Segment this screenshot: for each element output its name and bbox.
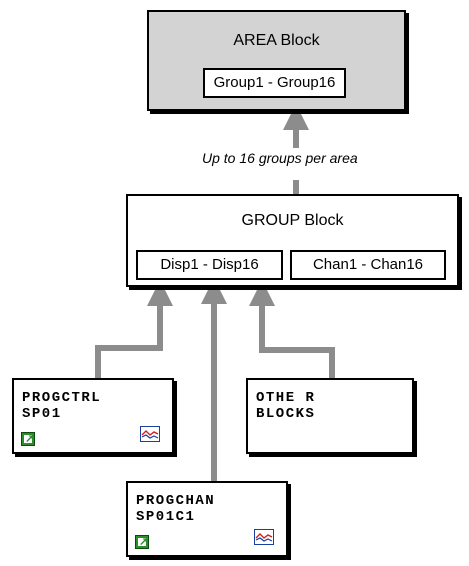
progctrl-name: PROGCTRL: [22, 390, 102, 406]
trend-chart-icon: [140, 426, 160, 442]
groups-per-area-caption: Up to 16 groups per area: [202, 150, 358, 166]
progchan-name: PROGCHAN: [136, 493, 216, 509]
area-block: AREA Block Group1 - Group16: [147, 10, 406, 111]
progchan-text: PROGCHAN SP01C1: [136, 493, 215, 525]
other-blocks-line1: OTHE R: [256, 390, 316, 406]
area-block-title: AREA Block: [233, 32, 320, 49]
disp-range-label: Disp1 - Disp16: [136, 250, 283, 280]
shortcut-link-icon: ↗: [135, 535, 149, 549]
chan-range-label: Chan1 - Chan16: [290, 250, 446, 280]
shortcut-link-icon: ↗: [21, 432, 35, 446]
progctrl-block[interactable]: PROGCTRL SP01 ↗: [12, 378, 174, 454]
progchan-block[interactable]: PROGCHAN SP01C1 ↗: [126, 481, 288, 557]
group-block: GROUP Block Disp1 - Disp16 Chan1 - Chan1…: [126, 194, 459, 287]
progctrl-text: PROGCTRL SP01: [22, 390, 101, 422]
other-blocks-box[interactable]: OTHE R BLOCKS: [246, 378, 414, 454]
other-blocks-line2: BLOCKS: [256, 406, 316, 422]
trend-chart-icon: [254, 529, 274, 545]
progctrl-tag: SP01: [22, 406, 62, 422]
group-block-title: GROUP Block: [241, 212, 344, 229]
area-groups-label: Group1 - Group16: [203, 68, 346, 98]
progchan-tag: SP01C1: [136, 509, 196, 525]
other-blocks-text: OTHE R BLOCKS: [256, 390, 315, 422]
